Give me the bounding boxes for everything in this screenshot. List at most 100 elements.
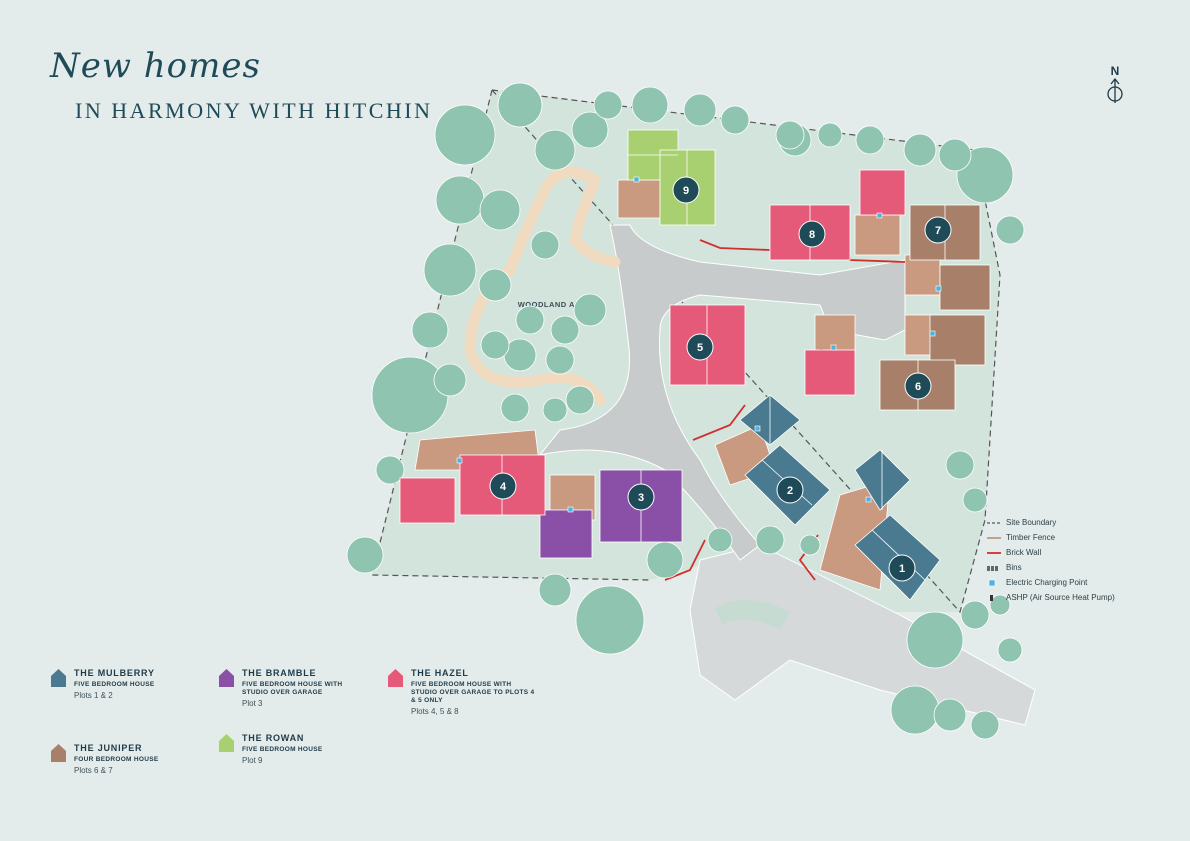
tree [707, 527, 733, 553]
key-item-timber-fence: Timber Fence [987, 530, 1115, 545]
key-item-bins: Bins [987, 560, 1115, 575]
north-arrow-icon [1107, 77, 1123, 103]
tree [479, 189, 521, 231]
tree [945, 450, 975, 480]
legend-hazel: THE HAZEL FIVE BEDROOM HOUSE WITH STUDIO… [387, 668, 536, 716]
house-icon [388, 669, 403, 687]
woodland-path [464, 166, 606, 406]
legend-plots: Plots 6 & 7 [74, 766, 113, 775]
key-label: Electric Charging Point [1006, 578, 1088, 587]
plot-marker-6: 6 [904, 372, 932, 400]
tree [478, 268, 512, 302]
tree [817, 122, 843, 148]
charging-point-icon [456, 457, 463, 464]
tree [497, 82, 543, 128]
legend-plots: Plots 4, 5 & 8 [411, 707, 459, 716]
entrance-road [689, 544, 1036, 726]
plot-number: 6 [915, 381, 921, 393]
tree [530, 230, 560, 260]
brick-wall-plot-2 [692, 404, 746, 441]
driveway-plot-6 [904, 314, 934, 356]
legend-plots: Plot 9 [242, 756, 263, 765]
brick-wall-plot-3 [664, 539, 706, 581]
tree [573, 293, 607, 327]
legend-plots: Plot 3 [242, 699, 263, 708]
legend-name: THE ROWAN [242, 733, 305, 743]
tree [480, 330, 510, 360]
compass: N [1103, 64, 1127, 109]
charging-points [456, 176, 942, 513]
plot-number: 9 [683, 185, 689, 197]
legend-name: THE HAZEL [411, 668, 469, 678]
plot-number: 1 [899, 563, 905, 575]
woodland-path-branch [569, 174, 621, 268]
tree [646, 541, 684, 579]
key-item-charging-point: Electric Charging Point [987, 575, 1115, 590]
plot-number: 5 [697, 342, 703, 354]
tree [565, 385, 595, 415]
legend-name: THE BRAMBLE [242, 668, 317, 678]
woodland-area-label: WOODLAND AREA [518, 300, 593, 309]
legend-bramble: THE BRAMBLE FIVE BEDROOM HOUSE WITH STUD… [218, 668, 357, 708]
bins-icon [987, 565, 998, 571]
house-plot-4 [399, 454, 546, 524]
script-title: New homes [50, 46, 261, 86]
tree [346, 536, 384, 574]
tree [550, 315, 580, 345]
dashed-line-icon [987, 521, 1001, 524]
plot-number: 3 [638, 492, 644, 504]
key-label: Brick Wall [1006, 548, 1042, 557]
plot-marker-5: 5 [686, 333, 714, 361]
legend-name: THE MULBERRY [74, 668, 155, 678]
charging-point-icon [865, 496, 872, 503]
charging-point-icon [929, 330, 936, 337]
tree [970, 710, 1000, 740]
legend-desc: FIVE BEDROOM HOUSE WITH STUDIO OVER GARA… [411, 681, 535, 704]
brick-wall-icon [987, 551, 1001, 554]
plot-marker-2: 2 [776, 476, 804, 504]
tree [500, 393, 530, 423]
legend-desc: FOUR BEDROOM HOUSE [74, 756, 159, 763]
charging-point-icon [567, 506, 574, 513]
tree [962, 487, 988, 513]
tree [631, 86, 669, 124]
legend-plots: Plots 1 & 2 [74, 691, 113, 700]
map-key: Site Boundary Timber Fence Brick Wall Bi… [987, 515, 1115, 605]
tree [683, 93, 717, 127]
house-icon [219, 669, 234, 687]
driveway-plot-9 [617, 179, 661, 219]
plot-marker-8: 8 [798, 220, 826, 248]
charging-point-icon [830, 344, 837, 351]
tree [423, 243, 477, 297]
key-item-site-boundary: Site Boundary [987, 515, 1115, 530]
ashp-icon [990, 594, 993, 601]
tree [995, 215, 1025, 245]
key-label: ASHP (Air Source Heat Pump) [1006, 593, 1115, 602]
houses [399, 129, 991, 601]
key-label: Bins [1006, 563, 1022, 572]
plot-number: 8 [809, 229, 815, 241]
key-label: Timber Fence [1006, 533, 1056, 542]
house-icon [51, 744, 66, 762]
legend-desc: FIVE BEDROOM HOUSE WITH STUDIO OVER GARA… [242, 681, 343, 696]
tree [411, 311, 449, 349]
tree [855, 125, 885, 155]
tree [997, 637, 1023, 663]
driveway-plot-7 [904, 254, 941, 296]
plot-number: 2 [787, 485, 793, 497]
tree [545, 345, 575, 375]
tree [434, 104, 496, 166]
plot-marker-3: 3 [627, 483, 655, 511]
tree [755, 525, 785, 555]
tree [903, 133, 937, 167]
tree [775, 120, 805, 150]
tree [575, 585, 645, 655]
tree [571, 111, 609, 149]
tree [960, 600, 990, 630]
charging-point-icon [754, 425, 761, 432]
legend-name: THE JUNIPER [74, 743, 143, 753]
plot-number: 4 [500, 481, 507, 493]
charging-point-icon [876, 212, 883, 219]
key-item-brick-wall: Brick Wall [987, 545, 1115, 560]
page-title: IN HARMONY WITH HITCHIN [75, 98, 433, 123]
